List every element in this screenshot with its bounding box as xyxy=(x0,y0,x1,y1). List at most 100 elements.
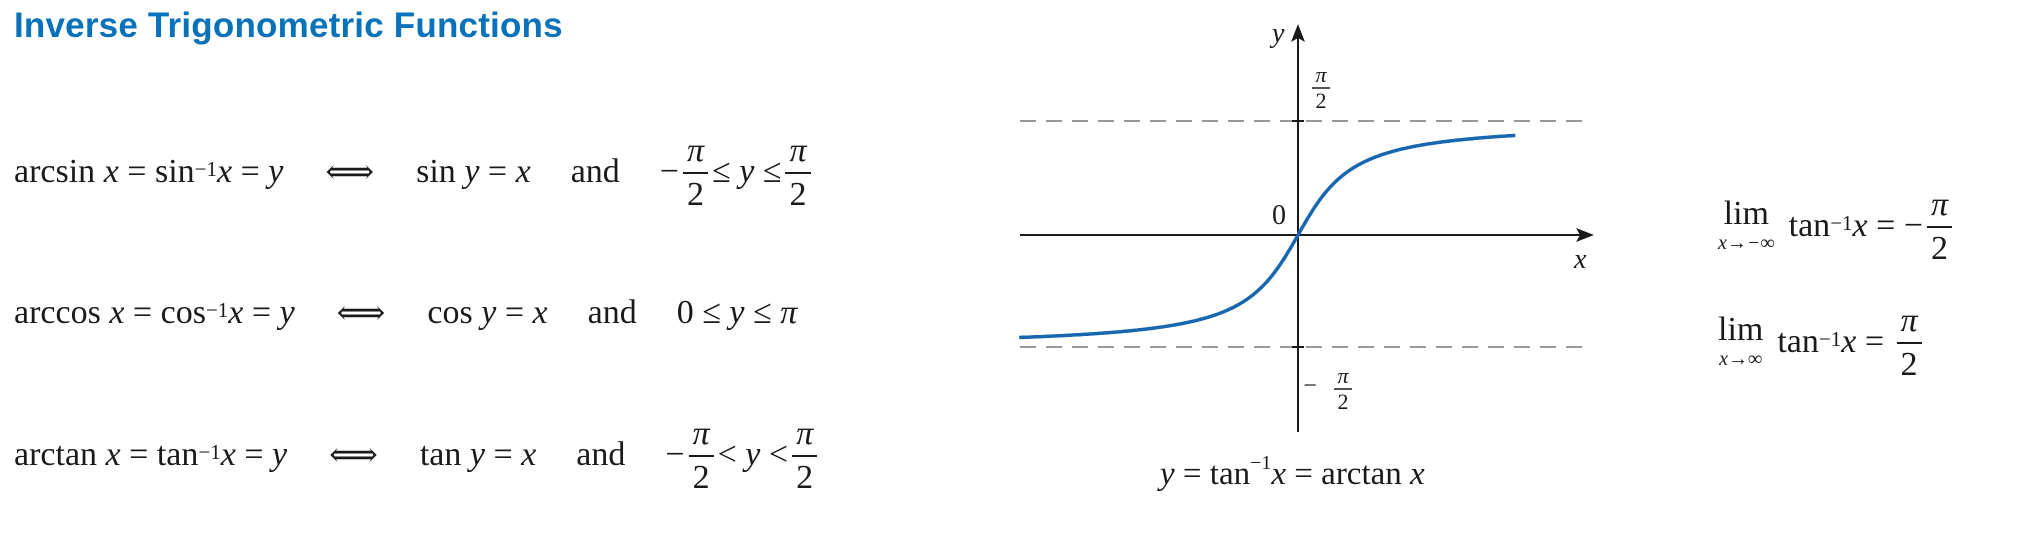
variable: x xyxy=(521,436,537,473)
equals-sign: = xyxy=(487,153,508,190)
minus-sign: − xyxy=(659,153,679,190)
inequality-sign: < xyxy=(717,436,737,473)
func-name: arctan xyxy=(14,436,98,473)
svg-text:2: 2 xyxy=(1316,88,1327,113)
func-name: arccos xyxy=(14,294,101,331)
variable: y xyxy=(279,294,295,331)
variable: x xyxy=(109,294,125,331)
variable: x xyxy=(1841,323,1857,360)
and-word: and xyxy=(576,436,626,473)
x-axis-label: x xyxy=(1573,244,1587,275)
exponent: −1 xyxy=(198,439,221,464)
variable: y xyxy=(481,294,497,331)
func-name: sin xyxy=(416,153,456,190)
lower-asymptote-label: − π 2 xyxy=(1303,363,1352,414)
func-name: tan xyxy=(419,436,462,473)
variable: y xyxy=(469,436,485,473)
origin-label: 0 xyxy=(1272,200,1286,231)
equals-sign: = xyxy=(1876,207,1896,244)
svg-text:π: π xyxy=(1337,363,1349,388)
y-axis-label: y xyxy=(1269,18,1285,49)
variable: y xyxy=(272,436,288,473)
equals-sign: = xyxy=(127,153,147,190)
equals-sign: = xyxy=(1182,456,1202,492)
range-value: 0 xyxy=(676,294,694,331)
func-name: cos xyxy=(427,294,473,331)
variable: y xyxy=(745,436,761,473)
exponent: −1 xyxy=(194,156,217,181)
variable: x xyxy=(1410,456,1425,492)
graph-caption: y = tan−1x = arctan x xyxy=(1160,452,1425,493)
equals-sign: = xyxy=(251,294,272,331)
inequality-sign: < xyxy=(768,436,789,473)
variable: x xyxy=(1271,456,1287,492)
inequality-sign: ≤ xyxy=(762,153,782,190)
inequality-sign: ≤ xyxy=(712,153,731,190)
exponent: −1 xyxy=(1250,452,1272,474)
arctan-curve xyxy=(1019,133,1516,340)
equals-sign: = xyxy=(240,153,260,190)
and-word: and xyxy=(570,153,620,190)
iff-arrow: ⟺ xyxy=(329,437,378,474)
exponent: −1 xyxy=(1818,326,1842,351)
svg-text:2: 2 xyxy=(1338,389,1349,414)
func-name: cos xyxy=(160,294,206,331)
variable: x xyxy=(228,294,244,331)
equals-sign: = xyxy=(493,436,513,473)
svg-text:−: − xyxy=(1303,373,1317,399)
variable: y xyxy=(464,153,480,190)
x-axis-arrowhead xyxy=(1576,228,1594,242)
func-name: tan xyxy=(1777,323,1819,360)
inequality-sign: ≤ xyxy=(702,294,721,331)
variable: x xyxy=(103,153,119,190)
exponent: −1 xyxy=(205,297,229,322)
minus-sign: − xyxy=(665,436,685,473)
minus-sign: − xyxy=(1903,207,1923,244)
and-word: and xyxy=(587,294,637,331)
variable: y xyxy=(1160,456,1175,492)
func-name: tan xyxy=(1788,207,1831,244)
equals-sign: = xyxy=(1294,456,1313,492)
variable: x xyxy=(515,153,531,190)
func-name: tan xyxy=(1209,456,1251,492)
page-title: Inverse Trigonometric Functions xyxy=(14,6,563,45)
variable: x xyxy=(105,436,121,473)
variable: x xyxy=(532,294,548,331)
svg-text:π: π xyxy=(1315,62,1327,87)
equals-sign: = xyxy=(129,436,149,473)
iff-arrow: ⟺ xyxy=(325,154,375,191)
y-axis-arrowhead xyxy=(1291,24,1305,42)
variable: x xyxy=(1852,207,1868,244)
equals-sign: = xyxy=(132,294,153,331)
equals-sign: = xyxy=(504,294,525,331)
iff-arrow: ⟺ xyxy=(336,295,386,332)
equals-sign: = xyxy=(244,436,264,473)
upper-asymptote-label: π 2 xyxy=(1312,62,1330,113)
variable: x xyxy=(220,436,236,473)
variable: x xyxy=(217,153,233,190)
equals-sign: = xyxy=(1864,323,1885,360)
exponent: −1 xyxy=(1830,210,1853,235)
inequality-sign: ≤ xyxy=(752,294,772,331)
variable: y xyxy=(739,153,755,190)
func-name: tan xyxy=(156,436,199,473)
func-name: arcsin xyxy=(14,153,96,190)
func-name: sin xyxy=(154,153,195,190)
func-name: arctan xyxy=(1321,456,1402,492)
range-value: π xyxy=(780,294,798,331)
variable: y xyxy=(268,153,284,190)
